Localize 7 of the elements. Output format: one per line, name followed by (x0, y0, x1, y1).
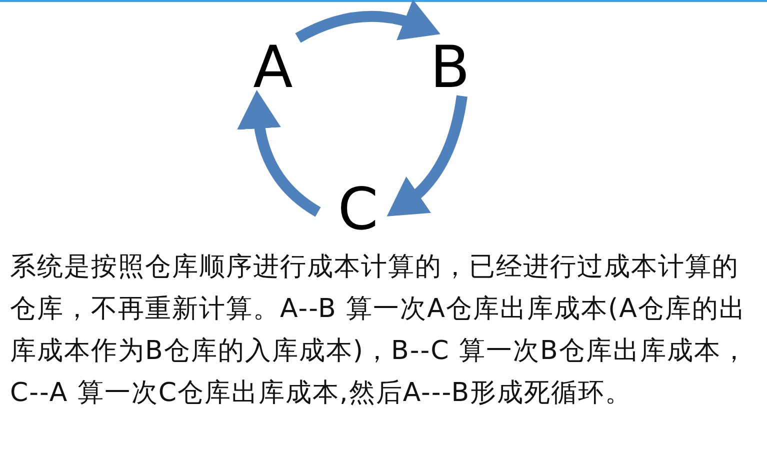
explanation-text: 系统是按照仓库顺序进行成本计算的，已经进行过成本计算的仓库，不再重新计算。A--B 算一次A仓库出库成本(A仓库的出库成本作为B仓库的入库成本)，B--C 算一次B仓库出库成本，C--A 算一次C仓库出库成本,然后A---B形成死循环。 (10, 251, 749, 410)
letter-label: B (425, 38, 475, 96)
curved-arrow (238, 90, 321, 217)
letter-label: C (333, 180, 383, 238)
curved-arrow (295, 0, 441, 43)
curved-arrow (387, 95, 468, 218)
letter-label: A (248, 38, 298, 96)
